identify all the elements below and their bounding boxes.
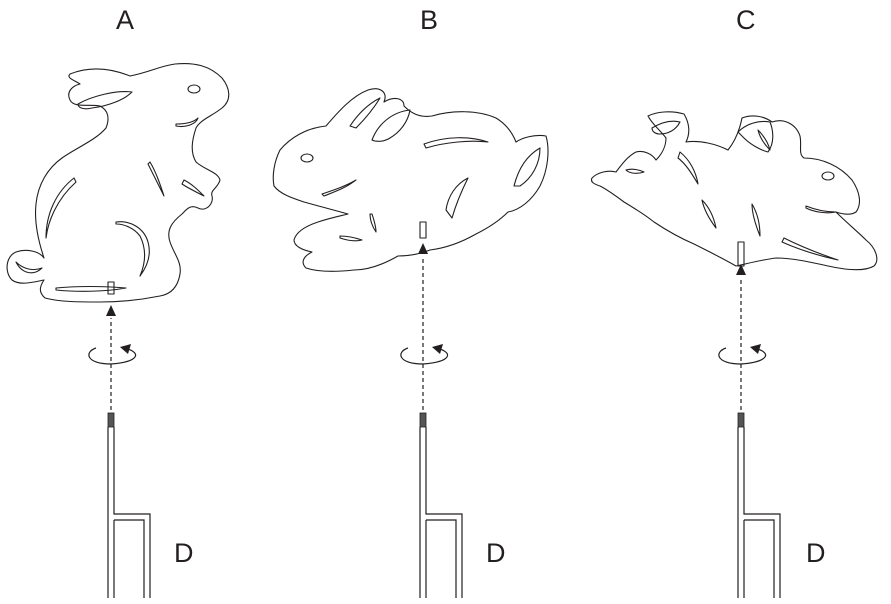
assembly-b: D bbox=[400, 243, 506, 598]
label-stake-c: D bbox=[806, 538, 826, 568]
arrowhead-icon bbox=[736, 264, 746, 275]
rabbit-c-silhouette bbox=[590, 111, 878, 271]
rotate-arrow-icon bbox=[718, 344, 767, 365]
label-rabbit-b: B bbox=[420, 5, 438, 35]
rabbit-a-silhouette bbox=[6, 62, 230, 303]
label-stake-a: D bbox=[174, 538, 194, 568]
rotate-arrow-icon bbox=[88, 344, 137, 365]
label-stake-b: D bbox=[486, 538, 506, 568]
rotate-arrow-icon bbox=[400, 344, 449, 365]
stake-b bbox=[419, 412, 463, 598]
rabbit-b-silhouette bbox=[272, 88, 549, 272]
arrowhead-icon bbox=[418, 243, 428, 254]
stake-a bbox=[107, 412, 151, 598]
assembly-a: D bbox=[88, 305, 194, 598]
stake-c bbox=[737, 412, 781, 598]
assembly-c: D bbox=[718, 264, 826, 598]
label-rabbit-c: C bbox=[736, 5, 756, 35]
arrowhead-icon bbox=[106, 305, 116, 316]
label-rabbit-a: A bbox=[116, 5, 134, 35]
